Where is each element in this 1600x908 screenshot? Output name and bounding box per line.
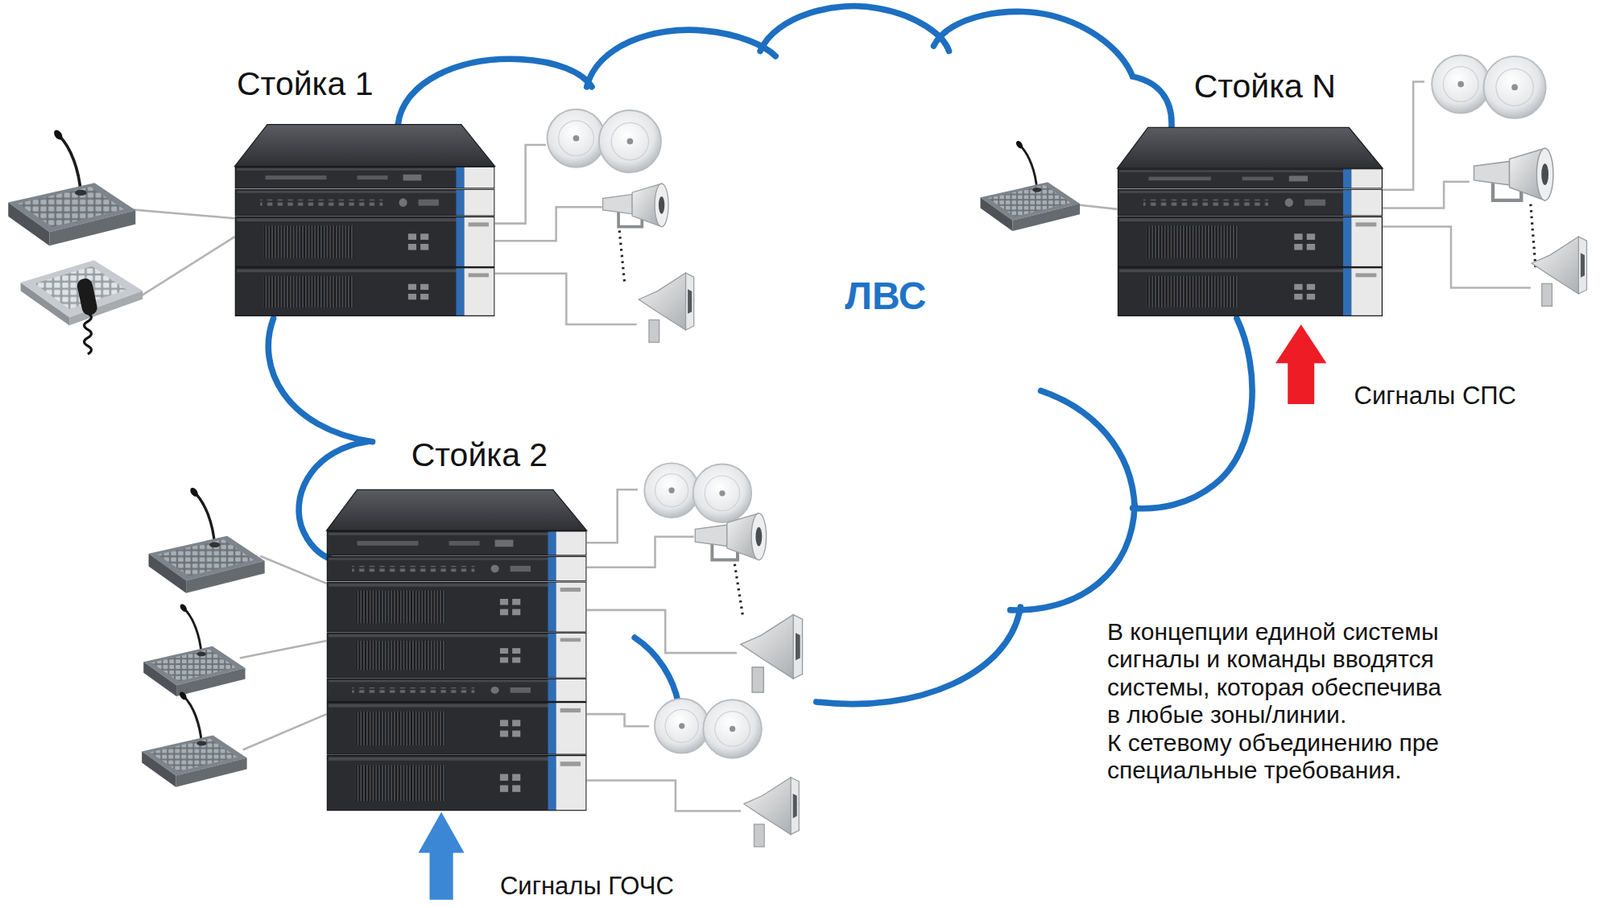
desk-microphone bbox=[148, 486, 265, 594]
dotted-link bbox=[619, 230, 625, 282]
amplifier-unit bbox=[326, 632, 587, 679]
note-line: в любые зоны/линии. bbox=[1107, 701, 1347, 730]
desk-microphone bbox=[8, 128, 136, 247]
interface-unit bbox=[235, 166, 495, 189]
amplifier-unit bbox=[235, 268, 495, 317]
cloud-arc bbox=[1132, 318, 1253, 509]
cloud-arc bbox=[634, 637, 679, 704]
horn-speaker bbox=[694, 513, 766, 561]
projector-horn bbox=[740, 615, 803, 694]
amplifier-unit bbox=[235, 216, 495, 267]
controller-unit bbox=[235, 189, 495, 216]
cable bbox=[260, 556, 327, 584]
cable bbox=[587, 489, 638, 543]
rack-title: Стойка N bbox=[1194, 67, 1336, 106]
equipment-rack: Стойка N bbox=[1115, 65, 1386, 321]
network-cloud-outline bbox=[268, 6, 1253, 705]
ceiling-speakers bbox=[654, 698, 762, 759]
projector-horn bbox=[1531, 236, 1587, 306]
cloud-arc bbox=[816, 607, 1021, 705]
interface-unit bbox=[326, 531, 587, 556]
handheld-microphone-panel bbox=[20, 260, 143, 355]
desk-microphone bbox=[141, 690, 247, 788]
equipment-rack: Стойка 2 bbox=[324, 434, 589, 819]
wires bbox=[127, 81, 1530, 811]
horn-speaker bbox=[1473, 148, 1553, 201]
cable bbox=[239, 640, 327, 659]
signal-label: Сигналы СПС bbox=[1354, 381, 1517, 411]
controller-unit bbox=[326, 556, 587, 581]
interface-unit bbox=[1117, 169, 1382, 189]
rack-lid bbox=[326, 489, 588, 531]
loudspeakers bbox=[546, 55, 1587, 848]
cable bbox=[495, 273, 637, 325]
cloud-arc bbox=[1041, 390, 1136, 509]
cable bbox=[495, 144, 546, 224]
rack-n-equipment bbox=[1117, 127, 1383, 316]
desk-microphone bbox=[143, 603, 245, 697]
cloud-arc bbox=[760, 6, 949, 52]
ceiling-speakers bbox=[644, 463, 752, 523]
note-line: специальные требования. bbox=[1107, 756, 1402, 786]
note-line: В концепции единой системы bbox=[1107, 618, 1439, 647]
ceiling-speakers bbox=[1431, 55, 1547, 119]
cable bbox=[495, 206, 603, 241]
fire-signal-arrow bbox=[1275, 324, 1327, 405]
controller-unit bbox=[1117, 189, 1382, 216]
rack-title: Стойка 1 bbox=[236, 65, 373, 104]
cable bbox=[137, 236, 235, 298]
rack-1-equipment bbox=[234, 124, 495, 317]
cable bbox=[587, 714, 650, 727]
amplifier-unit bbox=[1117, 216, 1382, 267]
cloud-arc bbox=[934, 11, 1172, 129]
civil-defence-signal-arrow bbox=[418, 812, 465, 901]
cable bbox=[1382, 81, 1425, 190]
amplifier-unit bbox=[1117, 268, 1382, 317]
amplifier-unit bbox=[326, 582, 587, 633]
desk-microphone bbox=[979, 140, 1080, 232]
rack-lid bbox=[234, 124, 495, 167]
cable bbox=[587, 537, 695, 568]
microphone-consoles bbox=[8, 128, 1080, 788]
note-line: К сетевому объединению пре bbox=[1107, 729, 1439, 758]
cable bbox=[127, 209, 235, 219]
projector-horn bbox=[638, 272, 694, 343]
signal-label: Сигналы ГОЧС bbox=[500, 872, 674, 902]
rack-title: Стойка 2 bbox=[411, 436, 548, 475]
ceiling-speakers bbox=[546, 109, 662, 173]
cable bbox=[587, 610, 737, 654]
amplifier-unit bbox=[326, 702, 587, 756]
network-cloud: ЛВС bbox=[833, 268, 938, 323]
cloud-arc bbox=[1010, 504, 1136, 611]
equipment-rack: Стойка 1 bbox=[232, 65, 501, 321]
amplifier-unit bbox=[326, 756, 587, 811]
dotted-link bbox=[1530, 204, 1536, 270]
cable bbox=[1382, 226, 1531, 288]
note-line: системы, которая обеспечива bbox=[1107, 673, 1442, 703]
controller-unit bbox=[326, 678, 587, 702]
note-line: сигналы и команды вводятся bbox=[1107, 645, 1435, 674]
dotted-links bbox=[619, 204, 1536, 617]
cable bbox=[1382, 181, 1470, 209]
cable bbox=[243, 714, 327, 750]
rack-lid bbox=[1117, 127, 1383, 169]
network-label: ЛВС bbox=[844, 273, 927, 319]
projector-horn bbox=[744, 777, 799, 848]
horn-speaker bbox=[603, 183, 670, 228]
cloud-arc bbox=[587, 29, 776, 87]
rack-2-equipment bbox=[326, 489, 588, 811]
dotted-link bbox=[734, 564, 743, 617]
cable bbox=[587, 781, 741, 812]
cloud-arc bbox=[268, 318, 373, 442]
